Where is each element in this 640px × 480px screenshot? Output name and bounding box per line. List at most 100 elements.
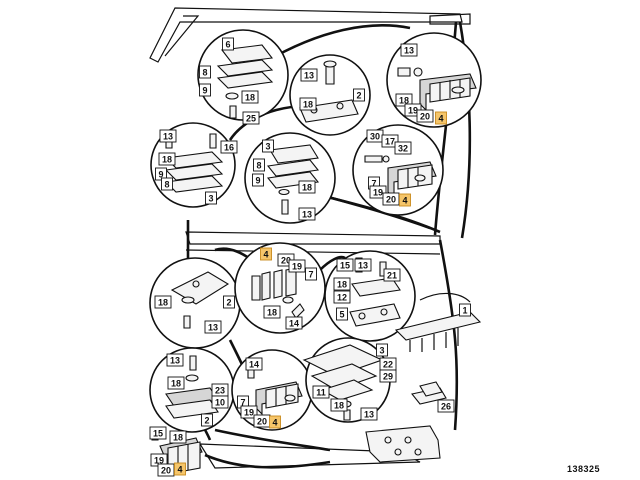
callout-number: 18 <box>162 154 172 164</box>
callout-box <box>157 463 175 477</box>
callout-box <box>435 111 447 125</box>
callout-box <box>395 93 413 107</box>
callout-box <box>166 353 184 367</box>
callout-number: 11 <box>316 387 326 397</box>
callout-number: 21 <box>387 270 397 280</box>
callout-number: 4 <box>272 417 277 427</box>
callout-box <box>223 295 235 309</box>
callout-number: 16 <box>224 142 234 152</box>
callout-5: 5 <box>336 307 348 321</box>
callout-number: 14 <box>249 359 259 369</box>
callout-box <box>400 43 418 57</box>
callout-3: 3 <box>262 139 274 153</box>
callout-number: 10 <box>215 397 225 407</box>
callout-box <box>253 158 265 172</box>
callout-30: 30 <box>366 129 384 143</box>
callout-number: 18 <box>302 182 312 192</box>
callout-number: 13 <box>208 322 218 332</box>
callout-number: 2 <box>356 90 361 100</box>
callout-4-highlighted: 4 <box>399 193 411 207</box>
callout-box <box>394 141 412 155</box>
callout-box <box>298 180 316 194</box>
callout-box <box>158 152 176 166</box>
callout-8: 8 <box>253 158 265 172</box>
callout-number: 26 <box>441 401 451 411</box>
callout-box <box>199 83 211 97</box>
callout-number: 2 <box>204 415 209 425</box>
detail-circle-12 <box>302 337 391 423</box>
callout-box <box>333 290 351 304</box>
callout-box <box>201 413 213 427</box>
callout-box <box>379 369 397 383</box>
callout-number: 4 <box>177 464 182 474</box>
callout-number: 18 <box>158 297 168 307</box>
callout-3: 3 <box>376 343 388 357</box>
callout-box <box>437 399 455 413</box>
callout-number: 20 <box>257 416 267 426</box>
callout-number: 18 <box>267 307 277 317</box>
callout-29: 29 <box>379 369 397 383</box>
callout-number: 4 <box>438 113 443 123</box>
callout-20: 20 <box>253 414 271 428</box>
callout-8: 8 <box>199 65 211 79</box>
callout-2: 2 <box>201 413 213 427</box>
callout-11: 11 <box>312 385 330 399</box>
callout-number: 22 <box>383 359 393 369</box>
callout-box <box>161 177 173 191</box>
callout-number: 9 <box>158 169 163 179</box>
callout-number: 18 <box>245 92 255 102</box>
callout-number: 5 <box>339 309 344 319</box>
callout-number: 7 <box>240 397 245 407</box>
callout-box <box>262 139 274 153</box>
callout-number: 14 <box>289 318 299 328</box>
reference-number: 138325 <box>567 464 600 474</box>
callout-box <box>220 140 238 154</box>
callout-box <box>169 430 187 444</box>
callout-number: 13 <box>170 355 180 365</box>
callout-box <box>159 129 177 143</box>
callout-number: 8 <box>202 67 207 77</box>
callout-number: 29 <box>383 371 393 381</box>
callout-number: 13 <box>358 260 368 270</box>
callout-box <box>333 277 351 291</box>
callout-box <box>298 207 316 221</box>
callout-13: 13 <box>298 207 316 221</box>
callout-15: 15 <box>149 426 167 440</box>
callout-number: 8 <box>256 160 261 170</box>
callout-number: 3 <box>265 141 270 151</box>
callout-14: 14 <box>245 357 263 371</box>
callout-number: 7 <box>308 269 313 279</box>
callout-box <box>205 191 217 205</box>
callout-box <box>312 385 330 399</box>
callout-number: 13 <box>364 409 374 419</box>
callout-26: 26 <box>437 399 455 413</box>
callout-box <box>240 405 258 419</box>
callout-number: 19 <box>292 261 302 271</box>
callout-20: 20 <box>157 463 175 477</box>
callout-18: 18 <box>169 430 187 444</box>
callout-number: 2 <box>226 297 231 307</box>
callout-20: 20 <box>416 109 434 123</box>
callout-box <box>369 185 387 199</box>
callout-box <box>399 193 411 207</box>
callout-box <box>381 134 399 148</box>
part-1-strip <box>394 292 482 352</box>
callout-2: 2 <box>223 295 235 309</box>
callout-18: 18 <box>330 398 348 412</box>
callout-16: 16 <box>220 140 238 154</box>
callout-number: 25 <box>246 113 256 123</box>
callout-number: 18 <box>334 400 344 410</box>
callout-3: 3 <box>205 191 217 205</box>
callout-number: 19 <box>154 455 164 465</box>
callout-7: 7 <box>305 267 317 281</box>
callout-number: 20 <box>161 465 171 475</box>
callout-number: 13 <box>163 131 173 141</box>
callout-15: 15 <box>336 258 354 272</box>
callout-box <box>252 173 264 187</box>
callout-9: 9 <box>199 83 211 97</box>
callout-number: 9 <box>255 175 260 185</box>
callout-9: 9 <box>155 167 167 181</box>
callout-box <box>288 259 306 273</box>
callout-box <box>154 295 172 309</box>
